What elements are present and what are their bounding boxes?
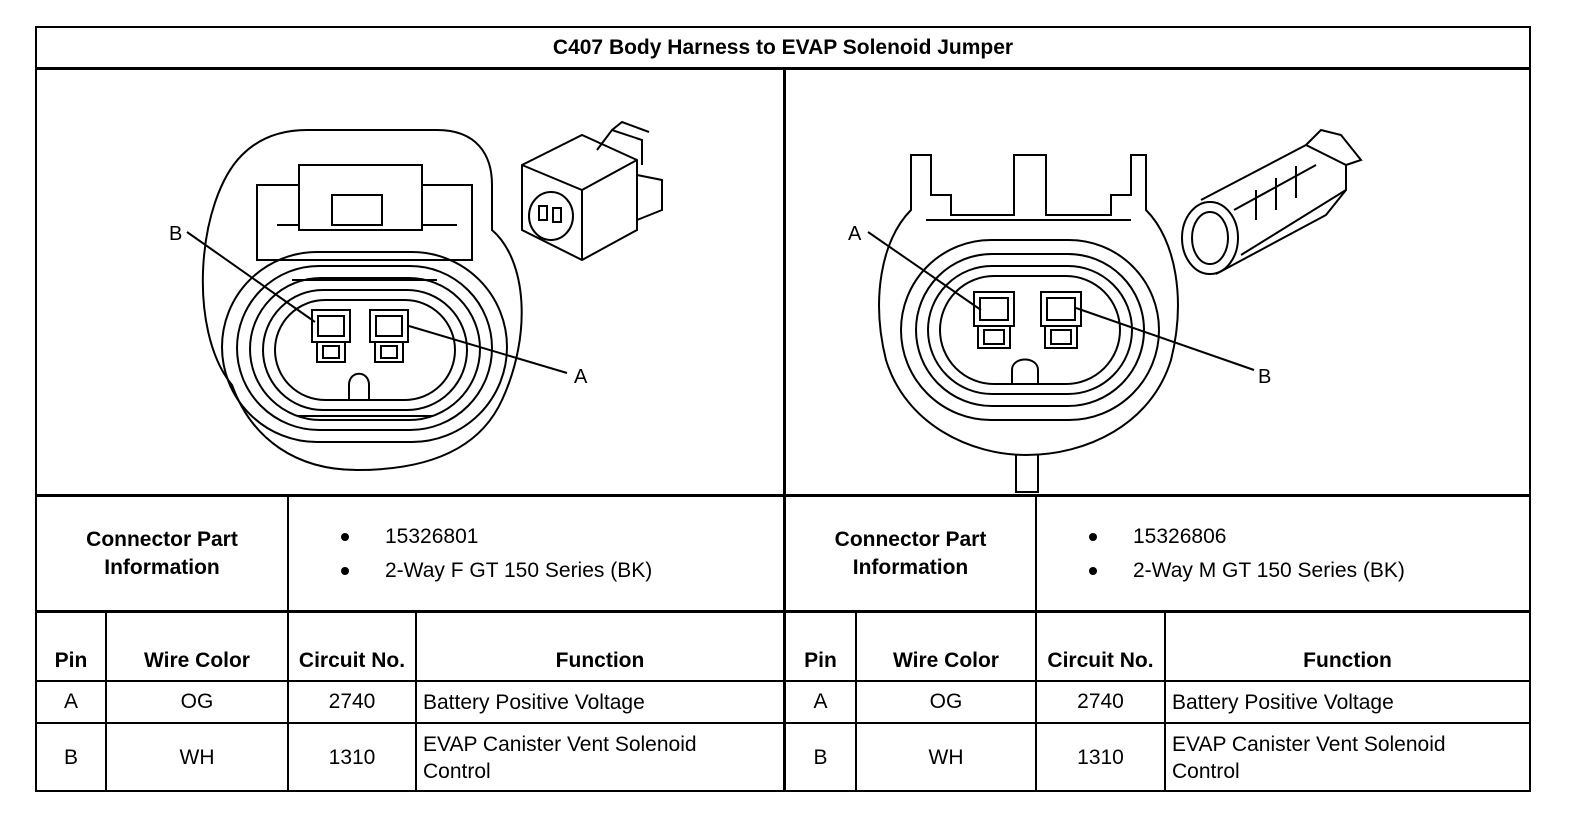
right-part-number-item: 15326806 [1089,520,1529,554]
center-divider [783,70,786,792]
left-part-series-item: 2-Way F GT 150 Series (BK) [341,554,783,588]
connector-table: C407 Body Harness to EVAP Solenoid Jumpe… [35,26,1531,792]
female-connector-face-drawing: B A [169,120,663,472]
header-bottom-rule [37,680,1529,682]
table-row-cell: EVAP Canister Vent Solenoid Control [423,733,697,783]
table-row-cell: EVAP Canister Vent Solenoid Control [1172,733,1446,783]
table-row-cell: 2740 [328,690,376,713]
table-row-cell: WH [179,746,215,769]
right-callout-top: A [848,223,862,245]
bullet-icon [341,532,349,541]
table-row-cell: B [63,746,78,769]
bullet-icon [1089,566,1097,575]
right-header-pin: Pin [804,649,837,672]
left-callout-top: B [169,223,182,245]
right-col-divider-1 [855,613,857,792]
part-info-bottom-rule [37,610,1529,613]
right-part-divider [1035,497,1037,792]
table-row-cell: 2740 [1077,690,1124,713]
table-row-cell: B [813,746,828,769]
right-callout-bottom: B [1258,366,1271,388]
left-connector-diagram: B A [37,70,783,494]
row-a-bottom-rule [37,722,1529,724]
table-row-cell: 1310 [328,746,376,769]
male-connector-face-drawing: A B [848,128,1363,493]
left-header-wire-color: Wire Color [144,649,250,672]
left-callout-bottom: A [574,366,588,388]
bullet-icon [341,566,349,575]
male-connector-3d-icon [1181,128,1363,275]
table-row-cell: A [813,690,828,713]
right-header-function: Function [1303,649,1392,672]
left-col-divider-3 [415,613,417,792]
right-header-circuit: Circuit No. [1047,649,1154,672]
left-header-circuit: Circuit No. [298,649,406,672]
left-part-divider [287,497,289,792]
right-part-label: Connector Part Information [834,527,987,579]
right-part-info: 15326806 2-Way M GT 150 Series (BK) [1037,497,1529,610]
table-row-cell: OG [929,690,963,713]
right-connector-diagram: A B [786,70,1529,494]
table-row-cell: Battery Positive Voltage [423,690,645,714]
bullet-icon [1089,532,1097,541]
left-header-function: Function [555,649,645,672]
right-header-wire-color: Wire Color [893,649,999,672]
left-header-pin: Pin [54,649,88,672]
table-row-cell: WH [928,746,964,769]
left-part-number-item: 15326801 [341,520,783,554]
table-row-cell: OG [180,690,214,713]
left-part-info: 15326801 2-Way F GT 150 Series (BK) [289,497,783,610]
table-row-cell: A [63,690,78,713]
diagram-bottom-rule [37,494,1529,497]
left-col-divider-1 [105,613,107,792]
table-row-cell: 1310 [1077,746,1124,769]
table-row-cell: Battery Positive Voltage [1172,690,1394,714]
right-part-series-item: 2-Way M GT 150 Series (BK) [1089,554,1529,588]
left-part-label: Connector Part Information [86,527,238,579]
page-title: C407 Body Harness to EVAP Solenoid Jumpe… [37,28,1529,70]
right-col-divider-3 [1164,613,1166,792]
female-connector-3d-icon [521,120,663,262]
